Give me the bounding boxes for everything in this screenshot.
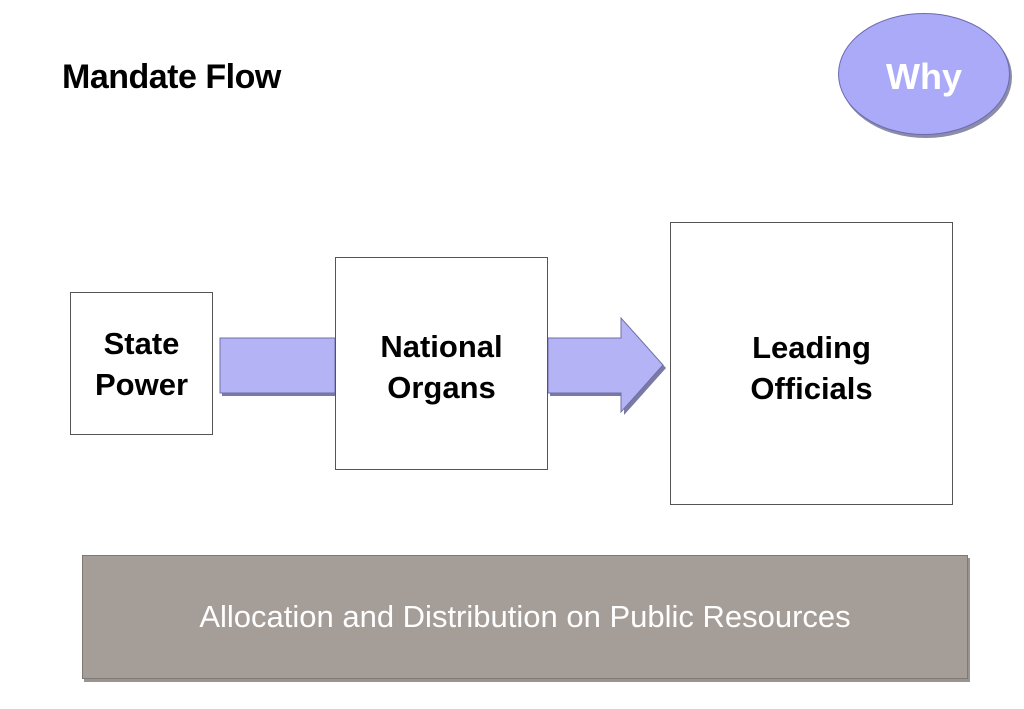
why-button[interactable]: Why	[838, 13, 1010, 135]
why-button-label: Why	[886, 56, 962, 97]
arrow-national-to-leading	[547, 316, 666, 415]
node-label: State Power	[94, 325, 189, 402]
node-national-organs: National Organs	[335, 257, 548, 470]
resource-allocation-bar: Allocation and Distribution on Public Re…	[82, 555, 968, 679]
node-state-power: State Power	[70, 292, 213, 435]
resource-allocation-label: Allocation and Distribution on Public Re…	[199, 599, 851, 634]
arrow-state-to-national	[219, 337, 336, 396]
node-label: National Organs	[380, 329, 503, 405]
node-leading-officials: Leading Officials	[670, 222, 953, 505]
node-label: Leading Officials	[750, 330, 873, 406]
page-title: Mandate Flow	[62, 58, 281, 96]
